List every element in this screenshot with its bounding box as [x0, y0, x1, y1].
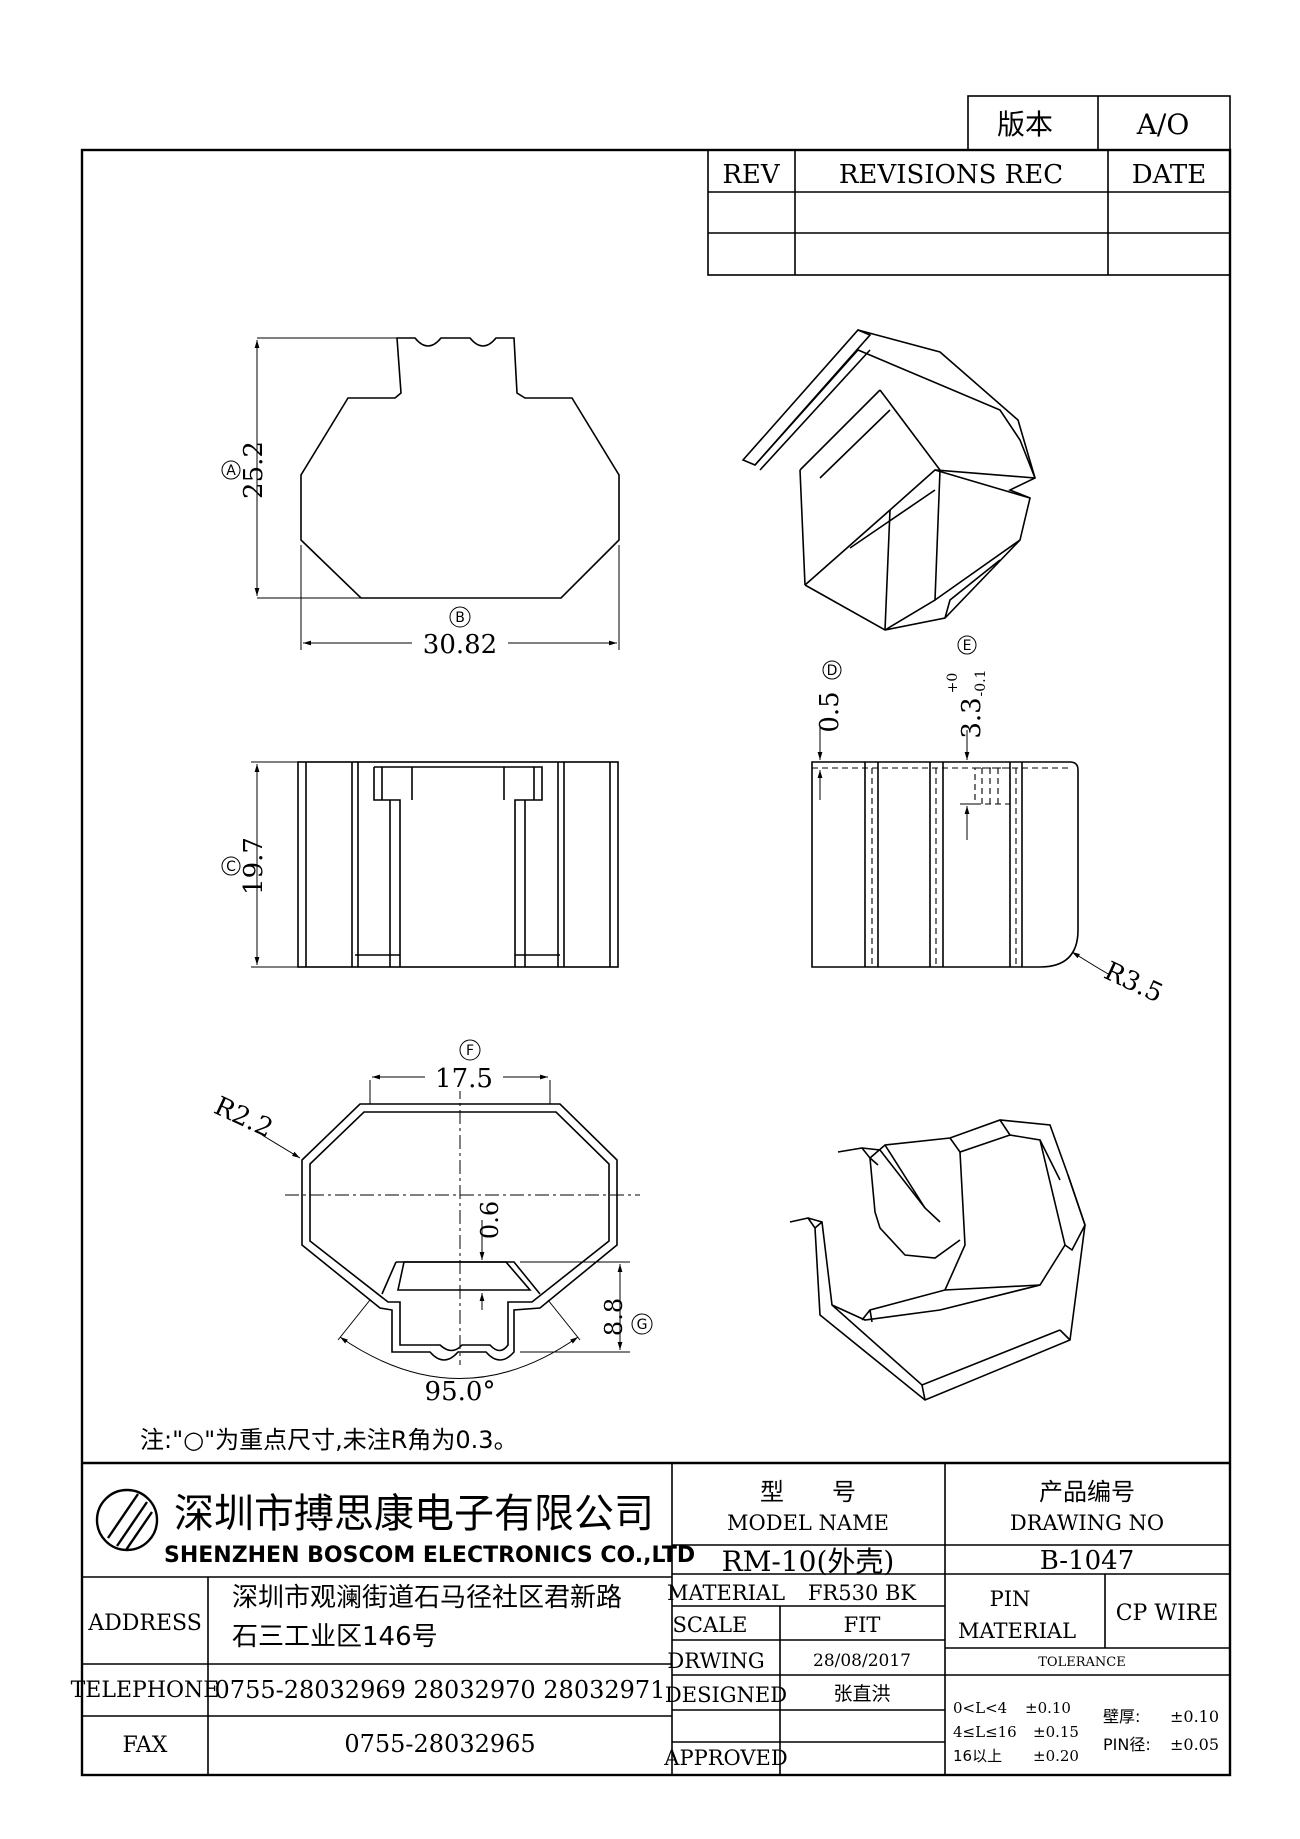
iso-view-lower	[789, 1119, 1086, 1401]
title-block: 深圳市搏思康电子有限公司 SHENZHEN BOSCOM ELECTRONICS…	[71, 1461, 1230, 1775]
revisions-table: REV REVISIONS REC DATE	[707, 149, 1231, 276]
fax-value: 0755-28032965	[344, 1730, 535, 1758]
wall-label: 壁厚:	[1103, 1707, 1140, 1726]
dim-F-marker: F	[466, 1043, 474, 1059]
dim-B-marker: B	[455, 610, 465, 626]
approved-label: APPROVED	[663, 1746, 787, 1770]
dim-R22: R2.2	[209, 1091, 277, 1144]
tol-range: 16以上	[953, 1747, 1002, 1765]
dim-C-marker: C	[226, 859, 236, 875]
designed-value: 张直洪	[833, 1683, 890, 1705]
dim-E-value: 3.3	[957, 697, 987, 738]
wall-value: ±0.10	[1170, 1707, 1219, 1726]
dim-R35: R3.5	[1099, 956, 1167, 1009]
drawing-border	[80, 148, 1232, 1777]
drwing-label: DRWING	[667, 1649, 764, 1673]
drawing-value: B-1047	[1040, 1546, 1135, 1576]
top-view: A 25.2 B 30.82	[221, 337, 620, 660]
tolerance-label: TOLERANCE	[1038, 1655, 1125, 1670]
tolerance-table: 0<L<4 ±0.10 4≤L≤16 ±0.15 16以上 ±0.20 壁厚: …	[953, 1699, 1219, 1765]
fax-label: FAX	[123, 1733, 168, 1758]
dim-angle: 95.0°	[425, 1377, 496, 1407]
dim-C-value: 19.7	[239, 837, 269, 895]
revisions-rec-header: REVISIONS REC	[839, 160, 1063, 190]
dim-B-value: 30.82	[423, 630, 497, 660]
dim-0-6: 0.6	[476, 1201, 504, 1239]
address-line-1: 深圳市观澜街道石马径社区君新路	[232, 1583, 622, 1613]
pin-value: CP WIRE	[1116, 1601, 1219, 1626]
tol-value: ±0.15	[1033, 1723, 1079, 1741]
dim-A-value: 25.2	[239, 441, 269, 499]
version-value: A/O	[1136, 108, 1190, 141]
pin-dia-label: PIN径:	[1103, 1735, 1151, 1754]
dim-D-value: 0.5	[815, 691, 845, 732]
model-label-cn: 型 号	[760, 1478, 856, 1506]
telephone-value: 0755-28032969 28032970 28032971	[215, 1676, 666, 1704]
tol-value: ±0.20	[1033, 1747, 1079, 1765]
designed-label: DESIGNED	[665, 1683, 787, 1707]
dim-E-tol-minus: -0.1	[973, 670, 989, 697]
dim-E-tol-plus: +0	[945, 673, 961, 694]
model-label-en: MODEL NAME	[727, 1511, 889, 1535]
dim-G-value: 8.8	[600, 1298, 628, 1336]
model-value: RM-10(外壳)	[722, 1545, 895, 1578]
dim-D-marker: D	[827, 663, 838, 679]
pin-label: PIN	[990, 1587, 1031, 1611]
pin-dia-value: ±0.05	[1170, 1735, 1219, 1754]
company-name-en: SHENZHEN BOSCOM ELECTRONICS CO.,LTD	[164, 1543, 695, 1568]
version-block: 版本 A/O	[967, 95, 1231, 151]
rev-header: REV	[722, 160, 781, 190]
tol-value: ±0.10	[1025, 1699, 1071, 1717]
material-value: FR530 BK	[808, 1581, 917, 1605]
scale-label: SCALE	[673, 1613, 748, 1637]
company-name-cn: 深圳市搏思康电子有限公司	[174, 1491, 654, 1537]
material-label: MATERIAL	[667, 1581, 785, 1605]
telephone-label: TELEPHONE	[71, 1678, 220, 1703]
dim-E-marker: E	[963, 638, 972, 654]
date-header: DATE	[1132, 160, 1207, 190]
side-view: D 0.5 E 3.3 +0 -0.1 R3.5	[811, 635, 1167, 1009]
drawing-note: 注:"○"为重点尺寸,未注R角为0.3。	[140, 1426, 518, 1454]
scale-value: FIT	[844, 1613, 881, 1637]
front-view: C 19.7	[221, 761, 619, 968]
drawing-label-en: DRAWING NO	[1010, 1511, 1164, 1535]
company-logo	[95, 1488, 159, 1552]
dim-G-marker: G	[637, 1317, 648, 1333]
address-line-2: 石三工业区146号	[232, 1622, 438, 1652]
bottom-view: F 17.5 R2.2 0.6 8.8 G 95.0°	[209, 1039, 653, 1407]
address-label: ADDRESS	[87, 1611, 202, 1636]
tol-range: 4≤L≤16	[953, 1723, 1017, 1741]
drawing-label-cn: 产品编号	[1039, 1478, 1135, 1506]
tol-range: 0<L<4	[953, 1699, 1007, 1717]
dim-A-marker: A	[226, 463, 236, 479]
iso-view-upper	[741, 329, 1037, 631]
pin-material-label: MATERIAL	[958, 1619, 1076, 1643]
dim-F-value: 17.5	[435, 1064, 493, 1094]
drwing-value: 28/08/2017	[813, 1651, 911, 1671]
version-label: 版本	[997, 108, 1053, 141]
